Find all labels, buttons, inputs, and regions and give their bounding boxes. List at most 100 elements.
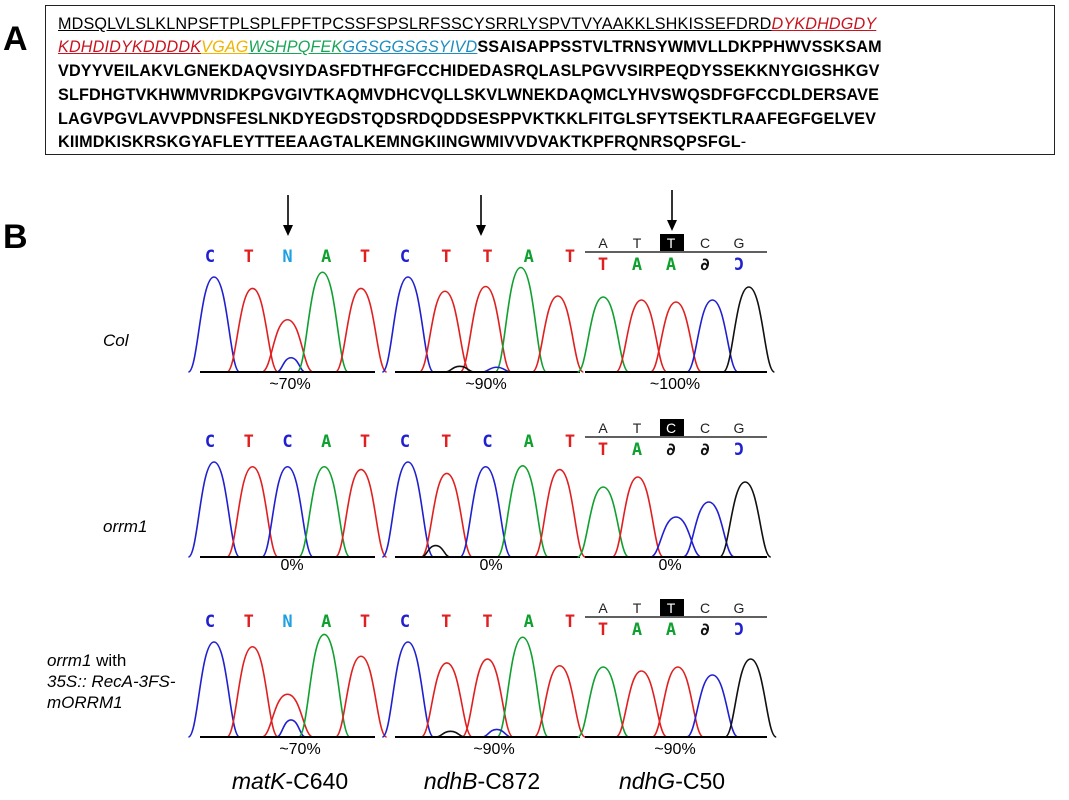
reference-base: G xyxy=(734,235,745,251)
trace-peak xyxy=(494,266,548,373)
trace-peak xyxy=(187,276,241,373)
trace-peak xyxy=(482,728,512,738)
edited-base-highlight xyxy=(660,599,684,616)
base-call: T xyxy=(441,247,451,267)
trace-peak xyxy=(296,271,349,373)
base-call: ∂ xyxy=(666,440,676,460)
site-pos-matk: -C640 xyxy=(285,768,349,794)
line2-segment-1: VGAG xyxy=(201,38,249,56)
sequence-line-4: SLFDHGTVKHWMVRIDKPGVGIVTKAQMVDHCVQLLSKVL… xyxy=(58,86,880,104)
trace-peak xyxy=(226,465,279,558)
line1-segment-0: MDSQLVLSLKLNPSFTPLSPLFPFTPCSSFSPSLRFSSCY… xyxy=(58,15,772,33)
percent-matk-orrm1: 0% xyxy=(280,557,304,574)
base-call: A xyxy=(321,612,331,632)
reference-base: G xyxy=(734,600,745,616)
base-call: T xyxy=(360,247,370,267)
reference-base: T xyxy=(633,420,642,436)
line2-segment-3: GGSGGSGSYIVD xyxy=(342,38,478,56)
base-call: A xyxy=(524,612,534,632)
trace-peak xyxy=(650,516,702,558)
base-call: Ɔ xyxy=(734,255,744,275)
trace-peak xyxy=(381,461,435,558)
trace-peak xyxy=(445,365,475,373)
base-call: T xyxy=(244,612,254,632)
percent-ndhb-col: ~90% xyxy=(465,376,507,393)
base-call: ∂ xyxy=(700,440,710,460)
base-call: C xyxy=(282,432,292,452)
base-call: A xyxy=(632,440,642,460)
base-call: T xyxy=(482,612,492,632)
trace-peak xyxy=(276,356,306,373)
reference-base: C xyxy=(700,235,710,251)
trace-peak xyxy=(651,666,704,738)
trace-peak xyxy=(686,299,739,373)
reference-base: A xyxy=(598,420,608,436)
base-call: A xyxy=(321,247,331,267)
sequence-line-2: KDHDIDYKDDDDKVGAGWSHPQFEKGGSGGSGSYIVDSSA… xyxy=(58,39,882,55)
base-call: T xyxy=(244,432,254,452)
row-label-complement-italic: orrm1 xyxy=(47,651,92,670)
trace-peak xyxy=(436,730,465,738)
trace-peak xyxy=(334,468,388,558)
trace-peak xyxy=(615,299,668,373)
percent-ndhg-col: ~100% xyxy=(649,376,701,393)
trace-peak xyxy=(649,301,703,373)
base-call: C xyxy=(400,247,410,267)
trace-peak xyxy=(381,641,435,738)
site-label-ndhb: ndhB-C872 xyxy=(382,768,582,795)
trace-peak xyxy=(418,290,472,373)
percent-ndhb-orrm1: 0% xyxy=(479,557,503,574)
trace-peak xyxy=(533,468,587,558)
base-call: A xyxy=(524,432,534,452)
trace-peak xyxy=(420,662,474,738)
site-pos-ndhb: -C872 xyxy=(477,768,541,794)
base-call: T xyxy=(565,432,575,452)
trace-peak xyxy=(261,318,314,373)
trace-peak xyxy=(421,544,451,558)
base-call: A xyxy=(632,620,642,640)
line2-segment-0: KDHDIDYKDDDDK xyxy=(58,38,202,56)
site-label-ndhg: ndhG-C50 xyxy=(572,768,772,795)
base-call: A xyxy=(666,255,676,275)
base-call: A xyxy=(524,247,534,267)
base-call: T xyxy=(441,432,451,452)
row-label-complement-construct: 35S:: RecA-3FS- xyxy=(47,672,176,691)
base-call: C xyxy=(482,432,492,452)
trace-peak xyxy=(297,633,351,738)
reference-base: G xyxy=(734,420,745,436)
base-call: C xyxy=(205,247,215,267)
trace-peak xyxy=(334,287,388,373)
trace-peak xyxy=(531,295,585,373)
base-call: N xyxy=(282,612,292,632)
trace-peak xyxy=(577,486,630,558)
reference-base: T xyxy=(633,600,642,616)
arrow-down-icon-ndhg xyxy=(667,190,677,231)
base-call: T xyxy=(441,612,451,632)
trace-peak xyxy=(459,285,513,373)
trace-peak xyxy=(334,655,388,738)
base-call: Ɔ xyxy=(734,620,744,640)
line1-segment-1: DYKDHDGDY xyxy=(771,15,877,33)
base-call: A xyxy=(666,620,676,640)
reference-base: T xyxy=(667,600,676,616)
trace-peak xyxy=(496,636,550,738)
base-call: T xyxy=(244,247,254,267)
trace-peak xyxy=(187,461,241,558)
base-call: T xyxy=(360,612,370,632)
sequence-line-6: KIIMDKISKRSKGYAFLEYTTEEAAGTALKEMNGKIINGW… xyxy=(58,134,746,150)
reference-base: T xyxy=(667,235,676,251)
sequence-line-6-tail: - xyxy=(740,133,747,151)
edited-base-highlight xyxy=(660,234,684,251)
reference-base: C xyxy=(700,600,710,616)
base-call: T xyxy=(598,620,608,640)
trace-peak xyxy=(724,658,777,738)
base-call: C xyxy=(400,612,410,632)
site-gene-ndhg: ndhG xyxy=(618,768,676,794)
arrow-down-icon-matk xyxy=(283,195,293,236)
panel-b-letter: B xyxy=(3,218,28,256)
reference-base: A xyxy=(598,235,608,251)
reference-base: C xyxy=(666,420,676,436)
